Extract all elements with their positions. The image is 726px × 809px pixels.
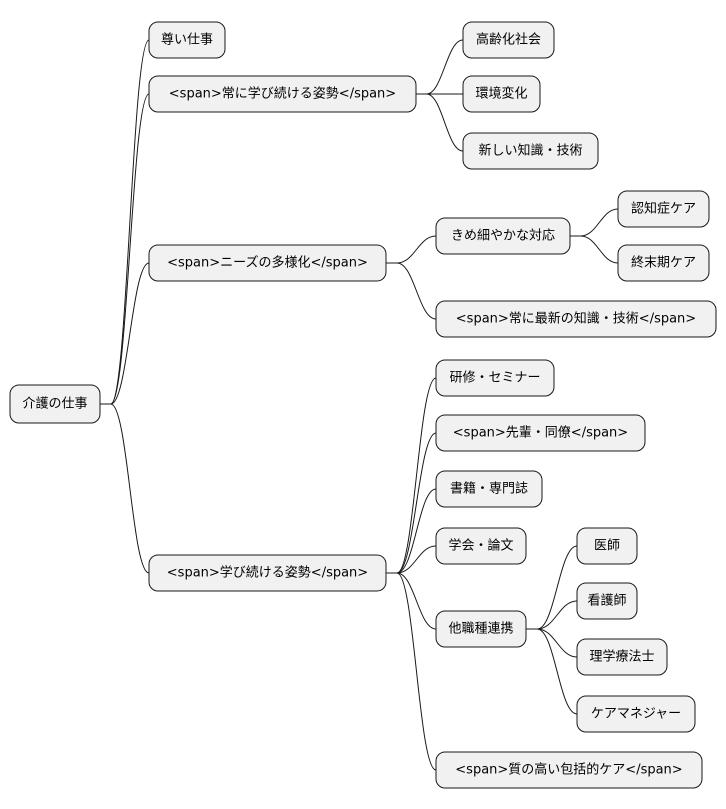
link-root-n2 — [100, 93, 150, 405]
node-n4-label: <span>学び続ける姿勢</span> — [167, 565, 368, 581]
node-n4c: 書籍・専門誌 — [435, 470, 543, 508]
link-n4-n4a — [386, 377, 437, 574]
node-n4e4: ケアマネジャー — [576, 695, 696, 733]
node-n4b-label: <span>先輩・同僚</span> — [453, 426, 628, 441]
node-n4e-label: 他職種連携 — [448, 621, 513, 637]
node-n4a: 研修・セミナー — [435, 359, 555, 397]
node-n4e1: 医師 — [576, 527, 638, 565]
link-n3-n3a — [386, 235, 437, 264]
node-n3a1: 認知症ケア — [617, 190, 710, 228]
node-n2a-label: 高齢化社会 — [476, 32, 541, 48]
node-n3a1-label: 認知症ケア — [631, 201, 696, 217]
link-n4-n4c — [386, 488, 437, 574]
node-n4e2: 看護師 — [576, 582, 638, 620]
node-n3-label: <span>ニーズの多様化</span> — [167, 255, 368, 271]
node-n4c-label: 書籍・専門誌 — [450, 481, 528, 497]
mindmap-links — [100, 39, 619, 771]
link-n3a-n3a1 — [570, 208, 619, 237]
node-n2b-label: 環境変化 — [475, 86, 527, 102]
node-n3a-label: きめ細やかな対応 — [451, 229, 555, 244]
link-root-n1 — [100, 39, 150, 405]
link-n4-n4e — [386, 572, 437, 630]
node-n2b: 環境変化 — [462, 75, 541, 113]
link-n3-n3b — [386, 262, 437, 320]
node-n3b: <span>常に最新の知識・技術</span> — [435, 300, 717, 338]
link-n4e-n4e1 — [526, 545, 578, 630]
node-n4b: <span>先輩・同僚</span> — [435, 414, 646, 452]
link-root-n3 — [100, 262, 150, 405]
node-n1-label: 尊い仕事 — [161, 32, 213, 48]
link-root-n4 — [100, 403, 150, 574]
link-n2-n2a — [416, 39, 464, 95]
node-n3a2-label: 終末期ケア — [631, 255, 696, 271]
node-n4e: 他職種連携 — [435, 610, 527, 648]
node-n3a: きめ細やかな対応 — [435, 217, 571, 255]
link-n4e-n4e4 — [526, 628, 578, 715]
node-n3: <span>ニーズの多様化</span> — [148, 244, 387, 282]
node-n4f-label: <span>質の高い包括的ケア</span> — [455, 762, 682, 778]
node-n2c-label: 新しい知識・技術 — [478, 143, 582, 159]
node-n2: <span>常に学び続ける姿勢</span> — [148, 75, 417, 113]
link-n4-n4f — [386, 572, 437, 771]
node-n4e2-label: 看護師 — [587, 593, 626, 609]
node-root: 介護の仕事 — [9, 384, 101, 424]
node-n4a-label: 研修・セミナー — [449, 371, 540, 386]
link-n2-n2c — [416, 93, 464, 152]
link-n3a-n3a2 — [570, 235, 619, 264]
node-n4e3-label: 理学療法士 — [589, 649, 654, 665]
node-n2c: 新しい知識・技術 — [462, 132, 599, 170]
node-n1: 尊い仕事 — [148, 21, 226, 59]
node-n4e1-label: 医師 — [594, 539, 620, 554]
node-n4f: <span>質の高い包括的ケア</span> — [435, 751, 703, 789]
node-n3a2: 終末期ケア — [617, 244, 710, 282]
node-n4: <span>学び続ける姿勢</span> — [148, 554, 387, 592]
node-n4d: 学会・論文 — [435, 527, 527, 565]
node-root-label: 介護の仕事 — [22, 396, 87, 412]
node-n4e4-label: ケアマネジャー — [591, 707, 681, 722]
node-n4e3: 理学療法士 — [576, 638, 668, 676]
node-n3b-label: <span>常に最新の知識・技術</span> — [456, 311, 696, 327]
node-n2-label: <span>常に学び続ける姿勢</span> — [169, 86, 396, 102]
link-n4-n4b — [386, 432, 437, 574]
node-n4d-label: 学会・論文 — [448, 538, 513, 554]
node-n2a: 高齢化社会 — [462, 21, 555, 59]
link-n4e-n4e2 — [526, 600, 578, 630]
